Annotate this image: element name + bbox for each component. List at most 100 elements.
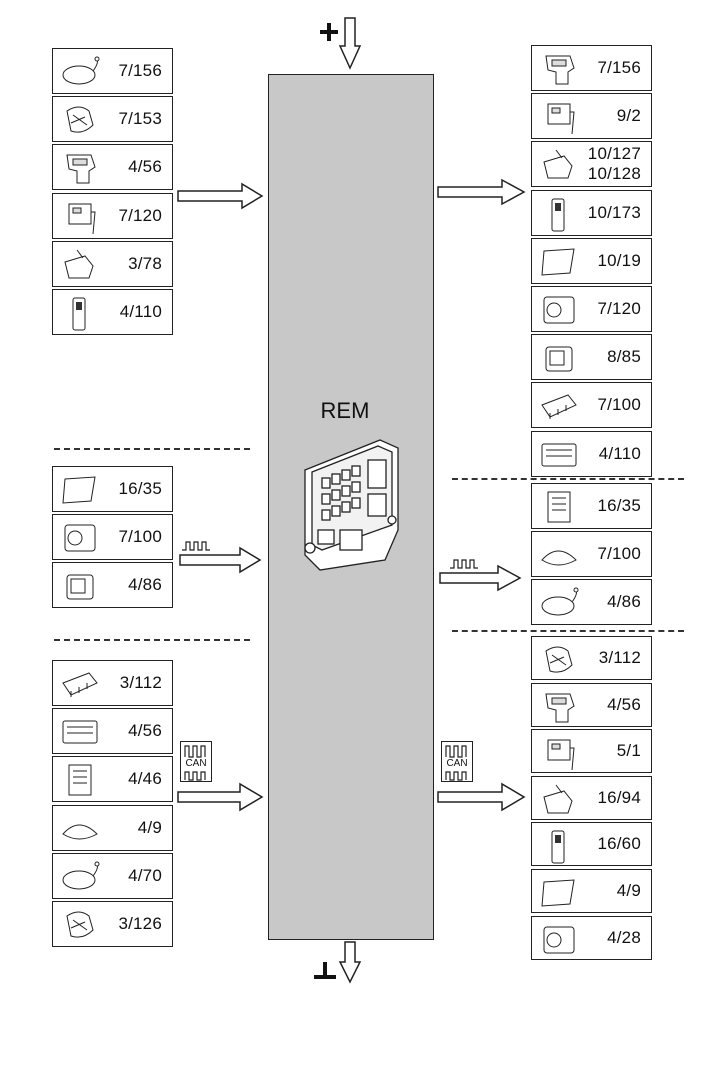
component-icon xyxy=(72,297,86,331)
component-reference: 7/100 xyxy=(597,395,641,415)
component-icon xyxy=(64,249,94,279)
component-reference: 3/78 xyxy=(128,253,162,273)
plus-icon xyxy=(320,23,338,41)
component-reference: 16/60 xyxy=(597,834,641,854)
can-bus-icon: CAN xyxy=(180,741,212,782)
component-reference: 7/100 xyxy=(118,527,162,547)
component-icon xyxy=(541,879,575,907)
left-separator-1 xyxy=(54,448,250,450)
component-reference: 16/35 xyxy=(597,496,641,515)
ground-icon xyxy=(314,962,336,979)
component-icon xyxy=(62,476,96,504)
component-icon xyxy=(64,524,96,552)
component-reference: 3/112 xyxy=(119,673,162,692)
component-reference: 4/9 xyxy=(137,817,162,837)
component-reference: 7/120 xyxy=(597,299,641,318)
left-g3-component-1: 3/112 xyxy=(52,660,173,706)
right-g1-component-8: 7/100 xyxy=(531,382,652,429)
left-separator-2 xyxy=(54,639,250,641)
component-reference: 3/112 xyxy=(598,648,641,667)
component-icon xyxy=(68,764,92,796)
right-g3-component-6: 4/9 xyxy=(531,869,652,913)
left-g3-component-6: 3/126 xyxy=(52,901,173,947)
component-icon xyxy=(545,646,573,673)
component-reference: 7/100 xyxy=(597,544,641,564)
right-g1-component-7: 8/85 xyxy=(531,334,652,381)
component-icon xyxy=(543,296,575,324)
component-reference: 5/1 xyxy=(616,741,641,761)
left-g2-component-2: 7/100 xyxy=(52,514,173,561)
left-g2-component-3: 4/86 xyxy=(52,562,173,609)
right-g3-component-4: 16/94 xyxy=(531,775,652,820)
component-icon xyxy=(543,926,575,954)
component-reference: 4/56 xyxy=(607,694,641,714)
component-reference: 4/28 xyxy=(607,927,641,947)
component-icon xyxy=(66,106,94,133)
left-g1-component-1: 7/156 xyxy=(52,48,173,94)
component-reference: 4/110 xyxy=(119,302,162,321)
component-icon xyxy=(547,739,575,771)
component-reference: 10/173 xyxy=(587,202,641,222)
right-g1-component-9: 4/110 xyxy=(531,430,652,477)
component-reference: 7/156 xyxy=(597,58,641,77)
left-g3-component-4: 4/9 xyxy=(52,804,173,851)
component-reference: 8/85 xyxy=(607,347,641,367)
right-output-arrow-3 xyxy=(437,782,526,812)
left-g1-component-4: 7/120 xyxy=(52,192,173,239)
component-icon xyxy=(62,861,100,890)
right-g1-component-2: 9/2 xyxy=(531,93,652,140)
component-icon xyxy=(541,394,577,420)
left-g2-component-1: 16/35 xyxy=(52,466,173,512)
component-icon xyxy=(551,198,565,232)
right-g1-component-4: 10/173 xyxy=(531,189,652,236)
component-reference: 4/110 xyxy=(598,443,641,463)
component-icon xyxy=(545,346,573,372)
left-input-arrow-1 xyxy=(177,182,264,210)
component-icon xyxy=(62,56,100,85)
left-g1-component-2: 7/153 xyxy=(52,96,173,143)
rem-label: REM xyxy=(320,398,370,423)
component-icon xyxy=(541,443,577,467)
component-reference: 10/19 xyxy=(597,250,641,270)
component-reference: 3/126 xyxy=(118,914,162,933)
right-separator-2 xyxy=(452,630,684,632)
component-icon xyxy=(551,830,565,864)
component-icon xyxy=(545,55,575,85)
right-g3-component-3: 5/1 xyxy=(531,729,652,774)
component-reference: 16/94 xyxy=(597,787,641,807)
component-icon xyxy=(68,203,96,234)
component-icon xyxy=(66,154,96,184)
component-icon xyxy=(547,103,575,135)
component-icon xyxy=(541,248,575,276)
can-label: CAN xyxy=(446,758,468,769)
component-icon xyxy=(66,911,94,938)
left-g3-component-3: 4/46 xyxy=(52,756,173,803)
component-reference: 7/120 xyxy=(118,205,162,225)
component-reference: 4/86 xyxy=(128,575,162,595)
component-reference: 9/2 xyxy=(616,106,641,126)
component-reference: 4/46 xyxy=(128,769,162,789)
right-g3-component-1: 3/112 xyxy=(531,636,652,680)
component-icon xyxy=(543,150,573,179)
component-reference: 4/9 xyxy=(616,881,641,900)
component-reference: 4/70 xyxy=(128,865,162,885)
left-g1-component-3: 4/56 xyxy=(52,144,173,191)
right-g3-component-5: 16/60 xyxy=(531,822,652,867)
pulse-signal-icon xyxy=(182,541,210,551)
right-g3-component-7: 4/28 xyxy=(531,915,652,960)
component-reference: 4/86 xyxy=(607,592,641,612)
component-reference: 7/153 xyxy=(118,109,162,129)
left-g1-component-6: 4/110 xyxy=(52,289,173,335)
left-g3-component-2: 4/56 xyxy=(52,708,173,755)
component-reference: 16/35 xyxy=(118,479,162,498)
right-g1-component-5: 10/19 xyxy=(531,237,652,284)
component-icon xyxy=(541,587,579,616)
can-label: CAN xyxy=(185,758,207,769)
can-bus-icon: CAN xyxy=(441,741,473,782)
right-g1-component-1: 7/156 xyxy=(531,45,652,91)
component-icon xyxy=(543,784,573,814)
component-reference: 4/56 xyxy=(128,157,162,177)
component-icon xyxy=(62,672,98,697)
component-icon xyxy=(62,720,98,744)
